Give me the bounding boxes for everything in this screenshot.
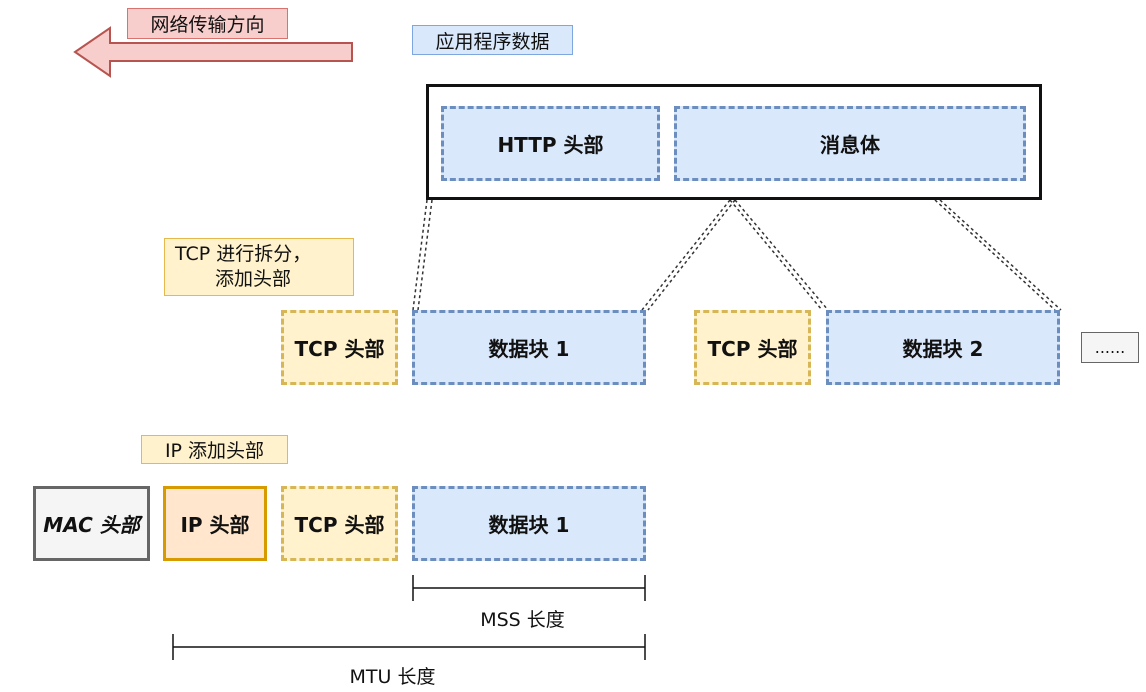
mss-bracket bbox=[412, 575, 646, 601]
arrow-left-icon bbox=[73, 26, 353, 78]
tcp-header-block-1: TCP 头部 bbox=[281, 310, 398, 385]
tcp-split-label-line2: 添加头部 bbox=[215, 268, 292, 290]
direction-label: 网络传输方向 bbox=[127, 8, 288, 39]
ip-header-block: IP 头部 bbox=[163, 486, 267, 561]
http-header-block: HTTP 头部 bbox=[441, 106, 660, 181]
data-chunk-2-block: 数据块 2 bbox=[826, 310, 1060, 385]
message-body-block: 消息体 bbox=[674, 106, 1026, 181]
data-chunk-1-frame-block: 数据块 1 bbox=[412, 486, 646, 561]
app-data-label: 应用程序数据 bbox=[412, 25, 573, 55]
tcp-header-block-frame: TCP 头部 bbox=[281, 486, 398, 561]
mtu-label: MTU 长度 bbox=[349, 665, 436, 688]
mtu-bracket bbox=[172, 634, 646, 660]
split-connectors bbox=[412, 199, 1062, 311]
data-chunk-1-block: 数据块 1 bbox=[412, 310, 646, 385]
tcp-header-block-2: TCP 头部 bbox=[694, 310, 811, 385]
tcp-split-label-line1: TCP 进行拆分， bbox=[175, 243, 312, 265]
mac-header-block: MAC 头部 bbox=[33, 486, 150, 561]
ellipsis-box: ...... bbox=[1081, 332, 1139, 363]
ip-add-label: IP 添加头部 bbox=[141, 435, 288, 464]
tcp-split-label: TCP 进行拆分， 添加头部 bbox=[164, 238, 354, 296]
mss-label: MSS 长度 bbox=[480, 608, 565, 631]
